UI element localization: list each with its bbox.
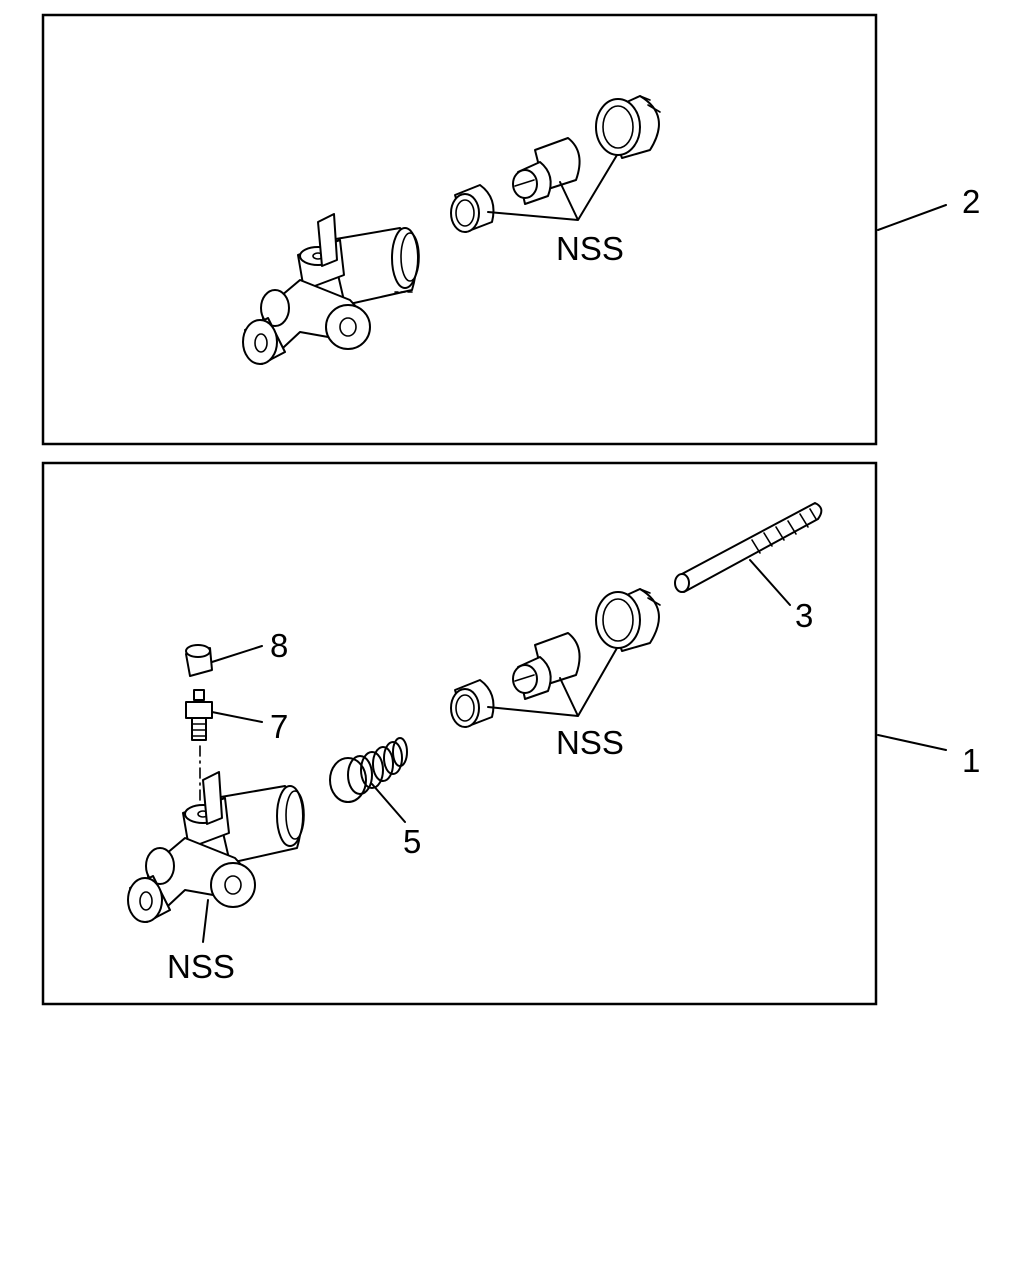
lower-body-nss-leader: [202, 899, 209, 943]
upper-panel: NSS: [41, 13, 878, 446]
spring-leader: [371, 783, 406, 823]
assembly-2-label: 2: [962, 183, 980, 220]
assembly-1-label: 1: [962, 742, 980, 779]
upper-repair-kit: [450, 95, 661, 233]
bleeder-screw: [185, 689, 213, 741]
lower-body-nss-label: NSS: [167, 948, 235, 985]
bleeder-cap: [185, 644, 213, 677]
upper-cylinder-body: [242, 213, 420, 365]
upper-nss-leader: [487, 154, 618, 221]
bleeder-screw-leader: [211, 711, 263, 723]
bleeder-cap-leader: [211, 645, 263, 663]
push-rod-leader: [749, 559, 791, 606]
lower-panel-frame: [41, 461, 878, 1006]
push-rod-label: 3: [795, 597, 813, 634]
lower-kit-nss-leader: [487, 647, 618, 717]
lower-kit-nss-label: NSS: [556, 724, 624, 761]
upper-panel-frame: [41, 13, 878, 446]
push-rod: [674, 502, 823, 593]
assembly-1-leader: [877, 734, 947, 751]
bleeder-screw-label: 7: [270, 708, 288, 745]
lower-repair-kit: [450, 588, 661, 728]
lower-panel: 3 NSS 5: [41, 461, 878, 1006]
spring-label: 5: [403, 823, 421, 860]
spring: [329, 737, 408, 803]
assembly-2-leader: [877, 204, 947, 231]
upper-nss-label: NSS: [556, 230, 624, 267]
lower-cylinder-body: [127, 771, 305, 923]
bleeder-cap-label: 8: [270, 627, 288, 664]
